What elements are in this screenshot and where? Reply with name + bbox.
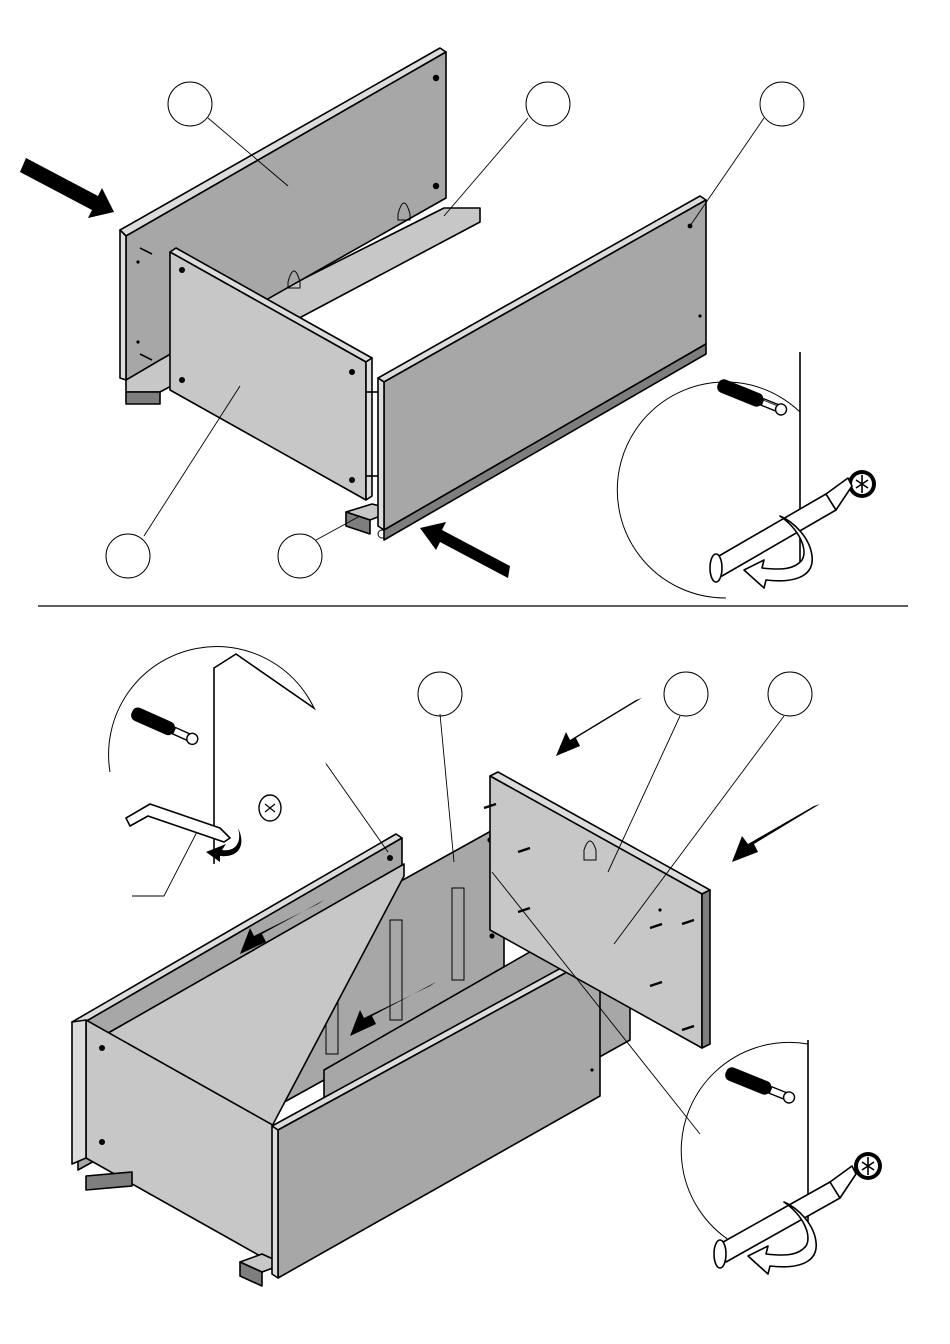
cam-lock-icon (854, 1152, 882, 1180)
left-side-panel-edge (366, 358, 372, 500)
part-callout (106, 534, 150, 578)
back-panel-side (120, 230, 126, 380)
callout-leader (690, 118, 764, 226)
cam-bolt-icon (715, 378, 788, 419)
bottom-panel-edge (126, 392, 160, 404)
hole (179, 377, 185, 383)
hole (349, 477, 355, 483)
callout-leader (322, 758, 388, 852)
hole (590, 1068, 593, 1071)
detail-view-hex-key (109, 647, 360, 880)
hole (698, 314, 701, 317)
right-side-panel-edge (378, 378, 384, 530)
hole (99, 1045, 105, 1051)
front-panel-edge (272, 1126, 278, 1278)
cam-hole (433, 183, 439, 189)
arrow-icon (20, 158, 114, 218)
part-callout (768, 672, 812, 716)
right-end-panel-edge (702, 890, 710, 1048)
step-1 (20, 48, 950, 700)
callout-leader (144, 386, 240, 536)
detail-view (617, 324, 950, 700)
cam-hole (433, 75, 439, 81)
hole (658, 908, 661, 911)
detail-view (681, 1016, 950, 1344)
part-callout (418, 672, 462, 716)
arrow-icon (420, 522, 510, 578)
step-2 (72, 647, 950, 1344)
hole (489, 933, 494, 938)
hole (136, 340, 139, 343)
arrow-icon (556, 698, 642, 756)
right-side-panel (384, 200, 706, 530)
plinth-foot (86, 1172, 132, 1190)
part-callout (526, 82, 570, 126)
cam-bolt-icon (723, 1066, 796, 1107)
cam-lock-icon (259, 795, 281, 821)
part-callout (760, 82, 804, 126)
part-callout (278, 534, 322, 578)
cam-lock-icon (848, 470, 876, 498)
hole (99, 1139, 105, 1145)
hole (349, 369, 355, 375)
detail-panel (808, 1016, 950, 1344)
hole (179, 267, 185, 273)
callout-leader (608, 716, 680, 872)
callout-leader (440, 714, 454, 862)
callout-leader (132, 826, 200, 896)
part-callout (168, 82, 212, 126)
hole (136, 260, 139, 263)
cam-bolt-icon (129, 706, 200, 748)
left-end-panel-edge (72, 1020, 86, 1164)
part-callout (664, 672, 708, 716)
callout-leader (444, 118, 528, 216)
hole (387, 855, 393, 861)
arrow-icon (732, 804, 820, 862)
